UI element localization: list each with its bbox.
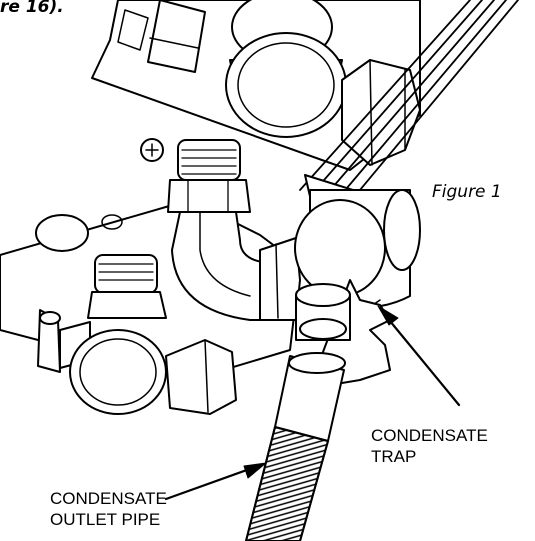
condensate-outlet-pipe-callout: CONDENSATE OUTLET PIPE — [50, 488, 167, 530]
trap-leader — [377, 305, 461, 407]
screw-head-icon — [140, 138, 164, 162]
condensate-trap — [294, 189, 421, 314]
caption-fragment: re 16). — [0, 0, 64, 17]
top-left-valve-block — [147, 0, 206, 73]
condensate-trap-callout: CONDENSATE TRAP — [371, 425, 488, 467]
threaded-nipple-upper — [167, 139, 251, 213]
wire-bundle — [299, 0, 519, 215]
top-valve — [225, 0, 347, 138]
figure-label: Figure 1 — [432, 182, 502, 202]
callout-pipe-line2: OUTLET PIPE — [50, 510, 161, 529]
threaded-nipple-lower — [87, 254, 167, 319]
outlet-pipe-leader — [164, 462, 267, 501]
trap-outlet-spigot — [295, 283, 351, 341]
elbow-hex-nut — [259, 237, 301, 321]
callout-trap-line2: TRAP — [371, 447, 417, 466]
plate-slot-1 — [117, 9, 149, 51]
lower-valve — [37, 309, 237, 415]
plate-hole — [35, 214, 89, 252]
condensate-outlet-pipe — [245, 352, 346, 541]
callout-pipe-line1: CONDENSATE — [50, 489, 167, 508]
top-hex-nut — [341, 59, 421, 166]
callout-trap-line1: CONDENSATE — [371, 426, 488, 445]
